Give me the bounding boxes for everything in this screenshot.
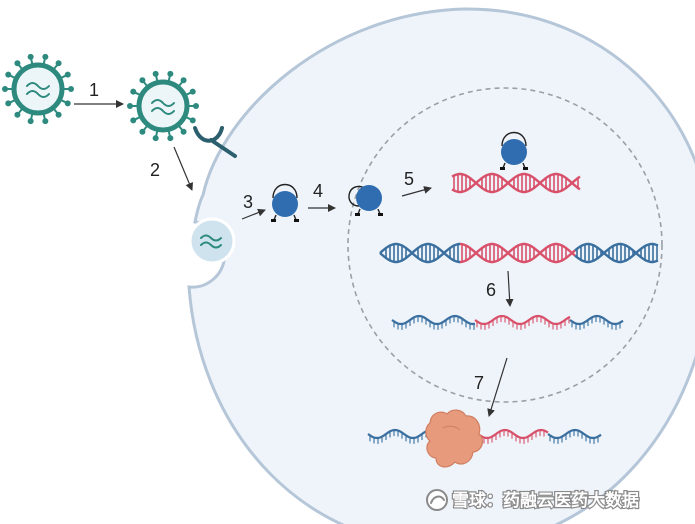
arrow-icon bbox=[487, 357, 508, 417]
arrow-icon bbox=[241, 208, 266, 220]
integrase-icon bbox=[500, 131, 528, 170]
virus-icon bbox=[127, 70, 199, 142]
step-label-3: 3 bbox=[243, 192, 253, 212]
step-label-7: 7 bbox=[474, 373, 484, 393]
step-label-2: 2 bbox=[150, 160, 160, 180]
snowball-logo-icon bbox=[426, 489, 448, 511]
step-label-4: 4 bbox=[313, 181, 323, 201]
dna-icon bbox=[379, 242, 659, 264]
virus-icon bbox=[2, 53, 74, 125]
arrow-icon bbox=[173, 146, 193, 191]
ribosome-icon bbox=[425, 409, 484, 468]
watermark: 雪球：药融云医药大数据 bbox=[426, 489, 640, 512]
nucleus bbox=[347, 87, 663, 403]
dna-icon bbox=[451, 172, 581, 194]
step-label-6: 6 bbox=[486, 280, 496, 300]
integrase-icon bbox=[271, 183, 299, 222]
arrow-icon bbox=[401, 186, 432, 197]
receptor-icon bbox=[193, 126, 237, 158]
integrase-icon bbox=[348, 185, 383, 216]
arrows bbox=[74, 100, 514, 417]
step-label-5: 5 bbox=[404, 169, 414, 189]
endosome-icon bbox=[188, 217, 236, 265]
mrna-icon bbox=[391, 314, 624, 330]
step-label-1: 1 bbox=[89, 80, 99, 100]
watermark-text: 雪球：药融云医药大数据 bbox=[452, 490, 639, 511]
arrow-icon bbox=[505, 270, 514, 307]
